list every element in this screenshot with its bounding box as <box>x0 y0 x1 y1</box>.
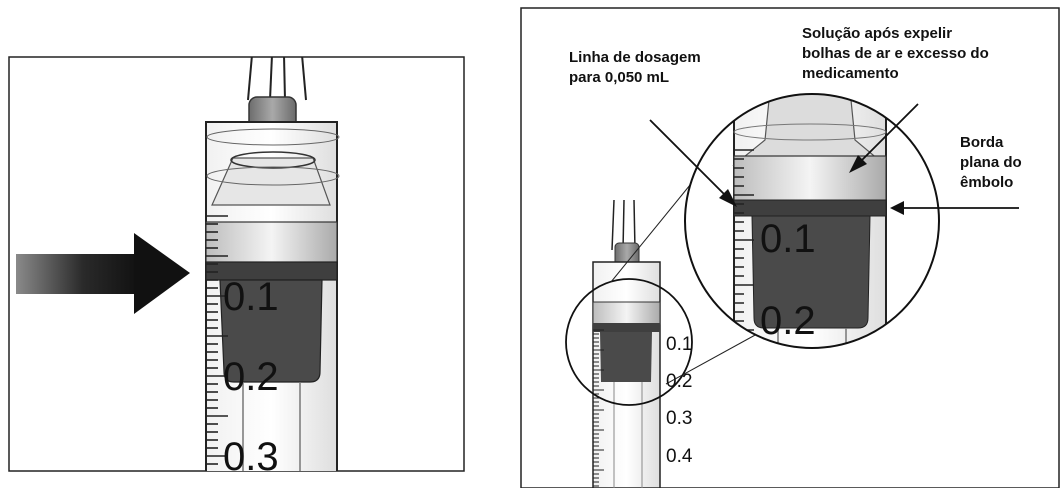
graduation-ticks <box>206 215 228 465</box>
small-syringe: 0.1 0.2 0.3 0.4 <box>592 199 693 488</box>
scale-label-0.3: 0.3 <box>223 435 279 479</box>
left-panel: 0.1 0.2 0.3 <box>8 56 465 479</box>
callout-arrow-plunger-edge <box>890 201 1019 215</box>
zoom-scale-label-0.1: 0.1 <box>760 217 816 261</box>
zoom-magnifier-circle <box>684 93 940 349</box>
zoomed-view: 0.1 0.2 <box>685 94 939 348</box>
label-solution: Solução após expelir bolhas de ar e exce… <box>802 25 993 82</box>
scale-label-0.1: 0.1 <box>223 275 279 319</box>
callout-arrow-dose-line <box>649 119 737 207</box>
pointer-arrow <box>16 233 190 314</box>
plunger-ring <box>205 221 338 265</box>
small-magnifier-circle <box>565 278 693 406</box>
zoom-connector-bottom <box>665 333 758 385</box>
label-plunger-edge: Borda plana do êmbolo <box>960 134 1026 191</box>
small-scale-label-0.1: 0.1 <box>666 334 692 355</box>
label-dose-line: Linha de dosagem para 0,050 mL <box>569 49 705 86</box>
callout-arrow-solution <box>849 103 919 173</box>
scale-label-0.2: 0.2 <box>223 355 279 399</box>
zoom-scale-label-0.2: 0.2 <box>760 299 816 343</box>
small-scale-label-0.3: 0.3 <box>666 408 692 429</box>
small-scale-label-0.4: 0.4 <box>666 446 693 467</box>
right-panel: 0.1 0.2 0.3 0.4 0.1 0.2 <box>520 7 1060 488</box>
